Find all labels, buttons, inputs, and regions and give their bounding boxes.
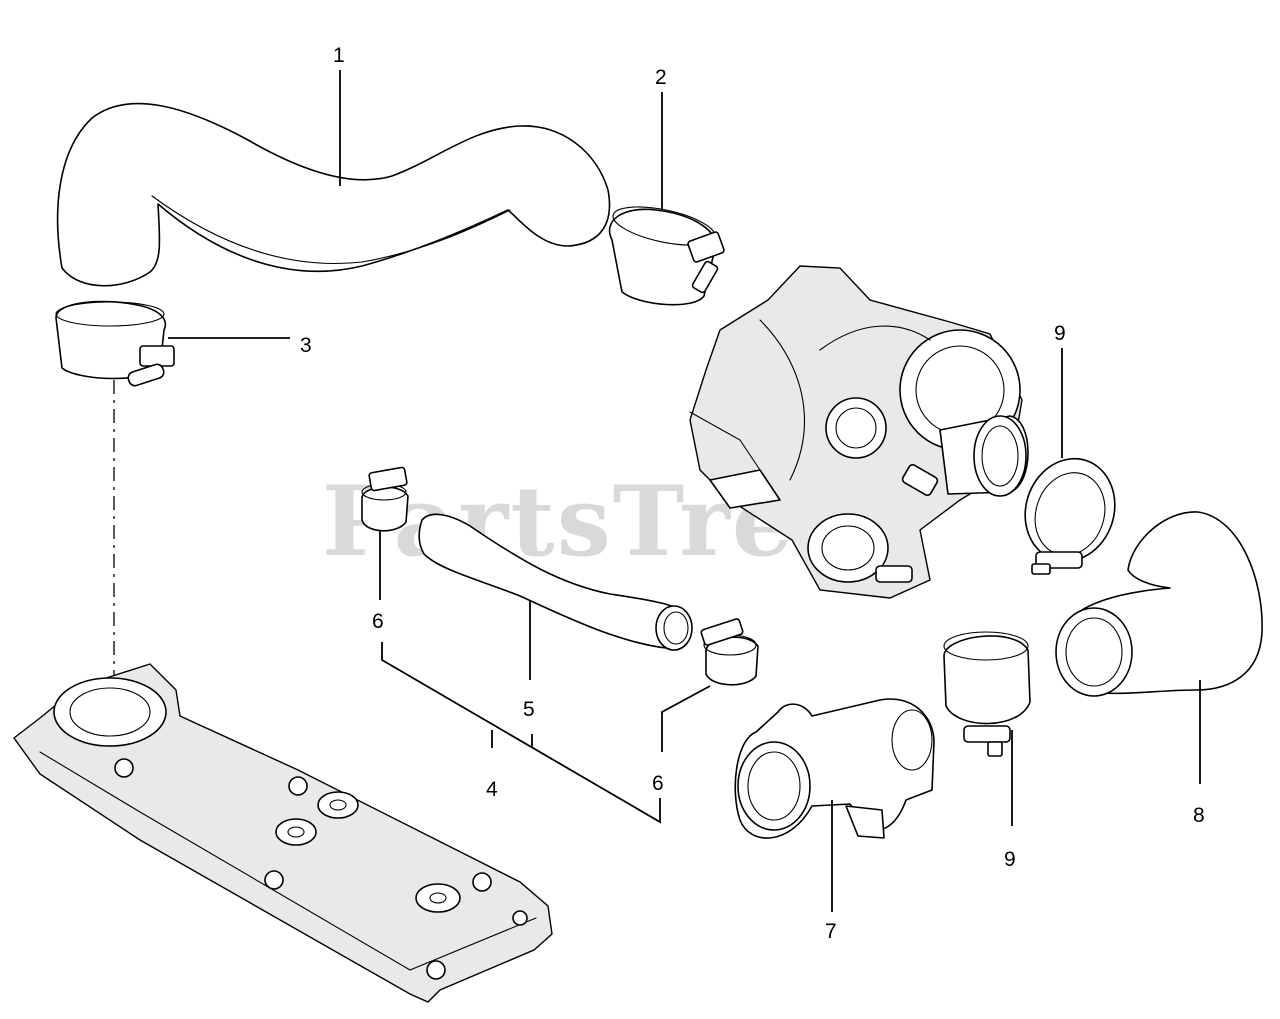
turbocharger[interactable]	[689, 265, 1029, 599]
part-7-thermostat-housing[interactable]	[734, 698, 935, 839]
leader-lines	[168, 70, 1201, 912]
valve-cover[interactable]	[13, 663, 553, 1003]
callout-6-right: 6	[652, 772, 664, 795]
part-3-hose-clamp[interactable]	[55, 300, 175, 388]
callout-8: 8	[1193, 804, 1205, 827]
callout-5: 5	[523, 698, 535, 721]
callout-9-lower: 9	[1004, 848, 1016, 871]
part-6-clamp-right[interactable]	[700, 618, 759, 686]
leader-4-bracket	[381, 642, 661, 824]
part-6-clamp-left[interactable]	[361, 466, 409, 532]
callout-9-upper: 9	[1054, 322, 1066, 345]
callout-3: 3	[300, 334, 312, 357]
leader-6-right	[661, 685, 711, 752]
part-1-air-hose[interactable]	[56, 102, 611, 287]
callout-labels: 1 2 3 9 6 5 4 6 7 9 8	[300, 44, 1205, 943]
part-2-hose-clamp[interactable]	[609, 200, 725, 306]
part-5-small-hose[interactable]	[418, 513, 693, 651]
callout-2: 2	[655, 66, 667, 89]
part-8-elbow-hose[interactable]	[1055, 511, 1263, 697]
callout-6-left: 6	[372, 610, 384, 633]
callout-1: 1	[333, 44, 345, 67]
part-9-clamp-upper[interactable]	[1012, 447, 1128, 575]
callout-7: 7	[825, 920, 837, 943]
callout-4: 4	[486, 778, 498, 801]
part-9-clamp-lower[interactable]	[943, 631, 1031, 757]
